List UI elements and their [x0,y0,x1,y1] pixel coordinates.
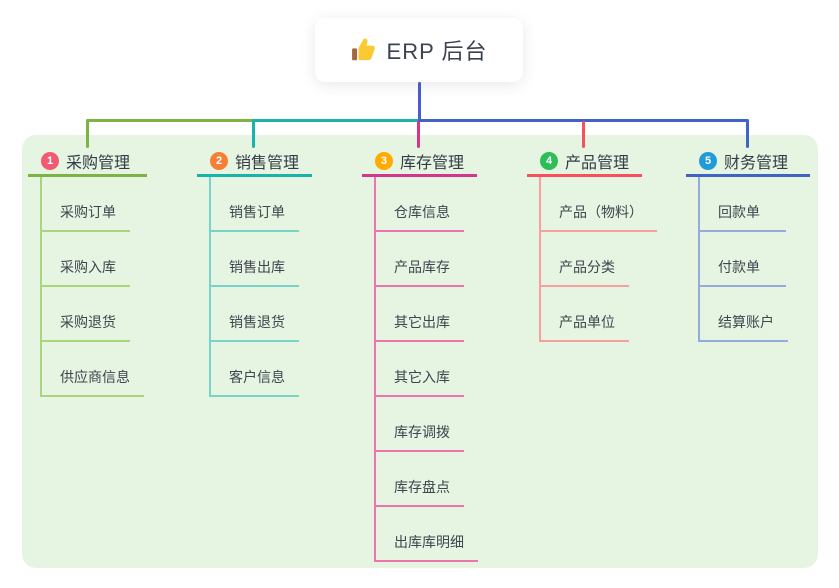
mindmap-child-node[interactable]: 仓库信息 [376,177,464,232]
branch-children-purchase: 采购订单采购入库采购退货供应商信息 [40,177,144,397]
root-connector-line [418,82,421,122]
mindmap-child-node[interactable]: 库存盘点 [376,452,464,507]
branch-head-finance[interactable]: 5 财务管理 [686,148,810,177]
mindmap-child-node[interactable]: 采购订单 [42,177,130,232]
badge-2: 2 [210,152,228,170]
mindmap-child-node[interactable]: 出库库明细 [376,507,478,562]
mindmap-child-node[interactable]: 供应商信息 [42,342,144,397]
root-node-title: ERP 后台 [386,39,488,64]
branch-children-sales: 销售订单销售出库销售退货客户信息 [209,177,299,397]
branch-drop-line-sales [252,121,255,148]
branch-children-product: 产品（物料）产品分类产品单位 [539,177,657,342]
mindmap-child-node[interactable]: 产品库存 [376,232,464,287]
mindmap-child-node[interactable]: 销售退货 [211,287,299,342]
branch-label: 采购管理 [66,155,131,172]
root-node[interactable]: ERP 后台 [315,18,523,82]
branch-bus-line-teal [252,119,419,122]
badge-4: 4 [540,152,558,170]
branch-bus-line-green [86,119,254,122]
branch-head-inventory[interactable]: 3 库存管理 [362,148,477,177]
branch-sales: 2 销售管理 销售订单销售出库销售退货客户信息 [197,148,312,397]
branch-label: 财务管理 [724,155,789,172]
badge-3: 3 [375,152,393,170]
branch-head-sales[interactable]: 2 销售管理 [197,148,312,177]
mindmap-child-node[interactable]: 产品单位 [541,287,629,342]
branch-drop-line-purchase [86,121,89,148]
mindmap-child-node[interactable]: 结算账户 [700,287,788,342]
branch-children-finance: 回款单付款单结算账户 [698,177,788,342]
mindmap-child-node[interactable]: 产品（物料） [541,177,657,232]
branch-finance: 5 财务管理 回款单付款单结算账户 [686,148,810,342]
mindmap-child-node[interactable]: 客户信息 [211,342,299,397]
badge-1: 1 [41,152,59,170]
mindmap-child-node[interactable]: 付款单 [700,232,786,287]
mindmap-child-node[interactable]: 其它出库 [376,287,464,342]
branch-drop-line-inventory [417,121,420,148]
mindmap-child-node[interactable]: 回款单 [700,177,786,232]
mindmap-child-node[interactable]: 销售出库 [211,232,299,287]
branch-label: 销售管理 [235,155,300,172]
thumbs-up-icon [351,37,377,63]
mindmap-child-node[interactable]: 采购退货 [42,287,130,342]
branch-head-product[interactable]: 4 产品管理 [527,148,642,177]
branch-head-purchase[interactable]: 1 采购管理 [28,148,147,177]
mindmap-child-node[interactable]: 销售订单 [211,177,299,232]
branch-drop-line-product [582,121,585,148]
badge-5: 5 [699,152,717,170]
mindmap-child-node[interactable]: 产品分类 [541,232,629,287]
branch-bus-line-blue [418,119,749,122]
branch-children-inventory: 仓库信息产品库存其它出库其它入库库存调拨库存盘点出库库明细 [374,177,478,562]
branch-inventory: 3 库存管理 仓库信息产品库存其它出库其它入库库存调拨库存盘点出库库明细 [362,148,478,562]
mindmap-child-node[interactable]: 采购入库 [42,232,130,287]
mindmap-canvas-panel [22,135,818,568]
branch-purchase: 1 采购管理 采购订单采购入库采购退货供应商信息 [28,148,147,397]
branch-label: 产品管理 [565,155,630,172]
branch-product: 4 产品管理 产品（物料）产品分类产品单位 [527,148,657,342]
branch-label: 库存管理 [400,155,465,172]
branch-drop-line-finance [746,121,749,148]
mindmap-child-node[interactable]: 其它入库 [376,342,464,397]
mindmap-child-node[interactable]: 库存调拨 [376,397,464,452]
